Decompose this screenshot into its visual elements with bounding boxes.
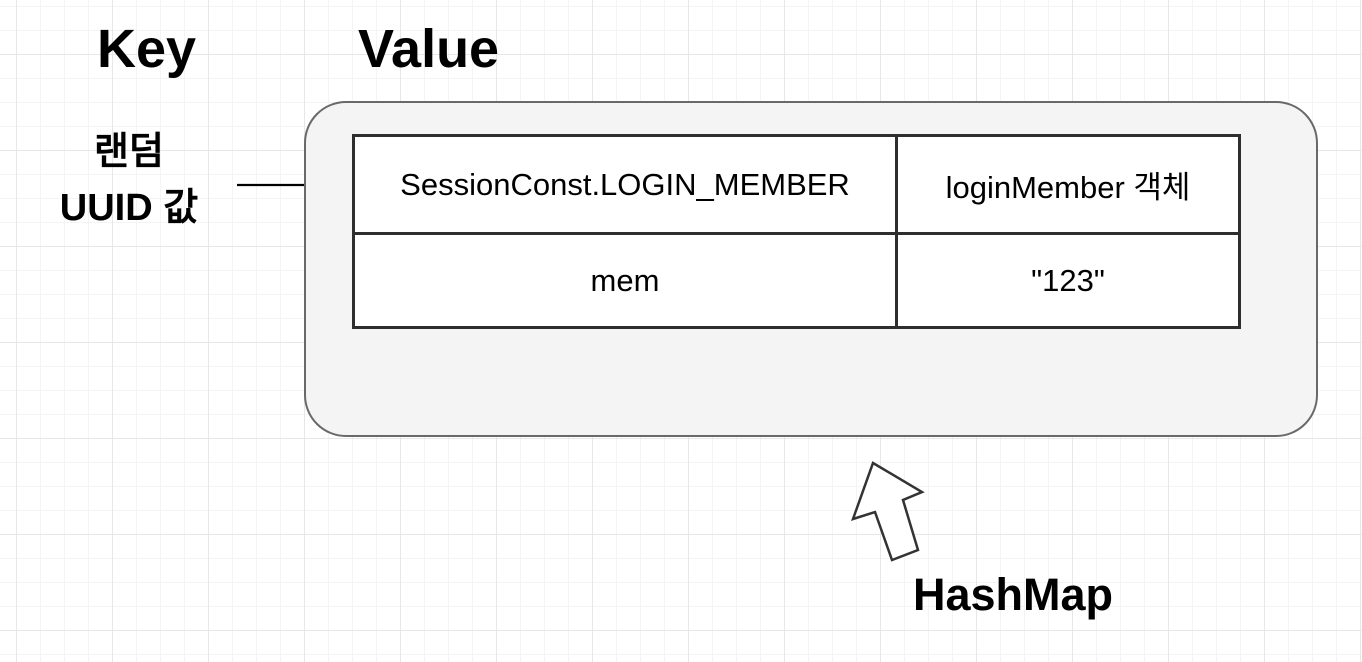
value-column-heading: Value [358,19,500,79]
annotation-line-2: UUID 값 [59,187,199,230]
key-cell-mem: mem [352,232,898,329]
key-cell-session-const: SessionConst.LOGIN_MEMBER [352,134,898,235]
hashmap-table: SessionConst.LOGIN_MEMBER loginMember 객체… [352,134,1241,329]
cursor-arrow-icon [850,461,925,562]
value-cell-login-member: loginMember 객체 [895,134,1241,235]
hashmap-label: HashMap [913,569,1114,620]
random-uuid-annotation: 랜덤 UUID 값 [18,124,240,236]
table-row: SessionConst.LOGIN_MEMBER loginMember 객체 [352,134,1241,235]
value-cell-123: "123" [895,232,1241,329]
annotation-line-1: 랜덤 [94,131,164,173]
key-column-heading: Key [97,19,197,79]
table-row: mem "123" [352,232,1241,329]
